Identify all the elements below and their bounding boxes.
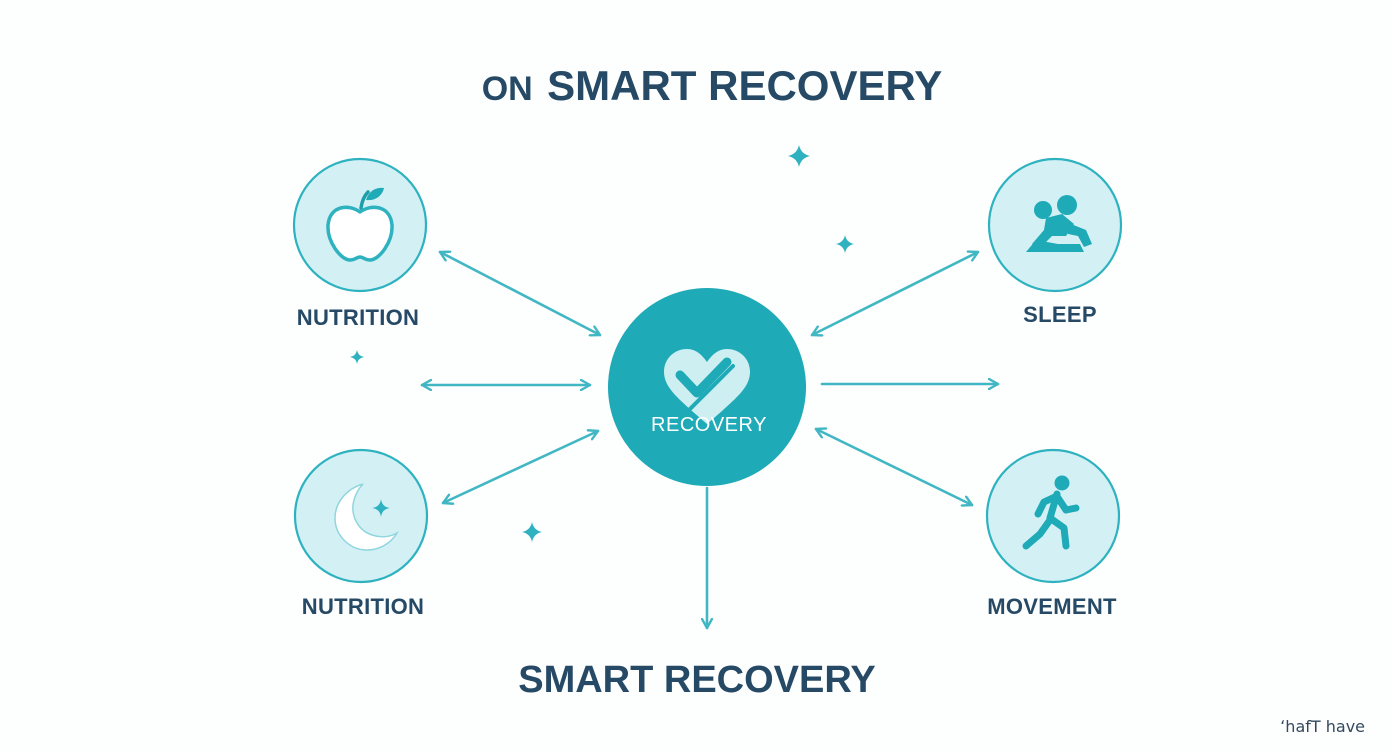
node-bottom-left: NUTRITION <box>293 448 429 619</box>
node-bottom-right: MOVEMENT <box>985 448 1121 619</box>
node-label-nutrition: NUTRITION <box>297 305 419 330</box>
sparkle-icon <box>522 522 542 542</box>
sparkle-decorations <box>350 145 854 542</box>
center-node-recovery: RECOVERY <box>608 288 806 486</box>
top-title-main: SMART RECOVERY <box>547 62 942 109</box>
arrow-top-right <box>810 252 980 335</box>
bottom-title: SMART RECOVERY <box>518 659 876 701</box>
sparkle-icon <box>788 145 810 167</box>
arrow-top-left <box>438 252 602 335</box>
apple-icon <box>326 187 394 262</box>
watermark: ʻhafT have <box>1280 717 1365 736</box>
node-top-left: NUTRITION <box>292 157 428 330</box>
node-circle <box>293 448 429 584</box>
running-figure-icon <box>1022 475 1080 550</box>
connector-arrows <box>420 252 1000 630</box>
moon-icon <box>334 483 400 551</box>
arrow-bottom-right <box>814 429 974 505</box>
arrow-bottom-left <box>441 431 600 503</box>
node-label-movement: MOVEMENT <box>987 594 1117 619</box>
stretching-figure-icon <box>1026 195 1092 252</box>
center-label: RECOVERY <box>651 414 767 436</box>
top-title: ON SMART RECOVERY <box>482 62 943 109</box>
node-top-right: SLEEP <box>987 157 1123 327</box>
top-title-prefix: ON <box>482 70 533 108</box>
node-label-sleep: SLEEP <box>1023 302 1097 327</box>
sparkle-icon <box>350 350 364 364</box>
sparkle-icon <box>836 235 854 253</box>
node-label-nutrition-2: NUTRITION <box>302 594 424 619</box>
heart-check-icon <box>664 349 750 424</box>
